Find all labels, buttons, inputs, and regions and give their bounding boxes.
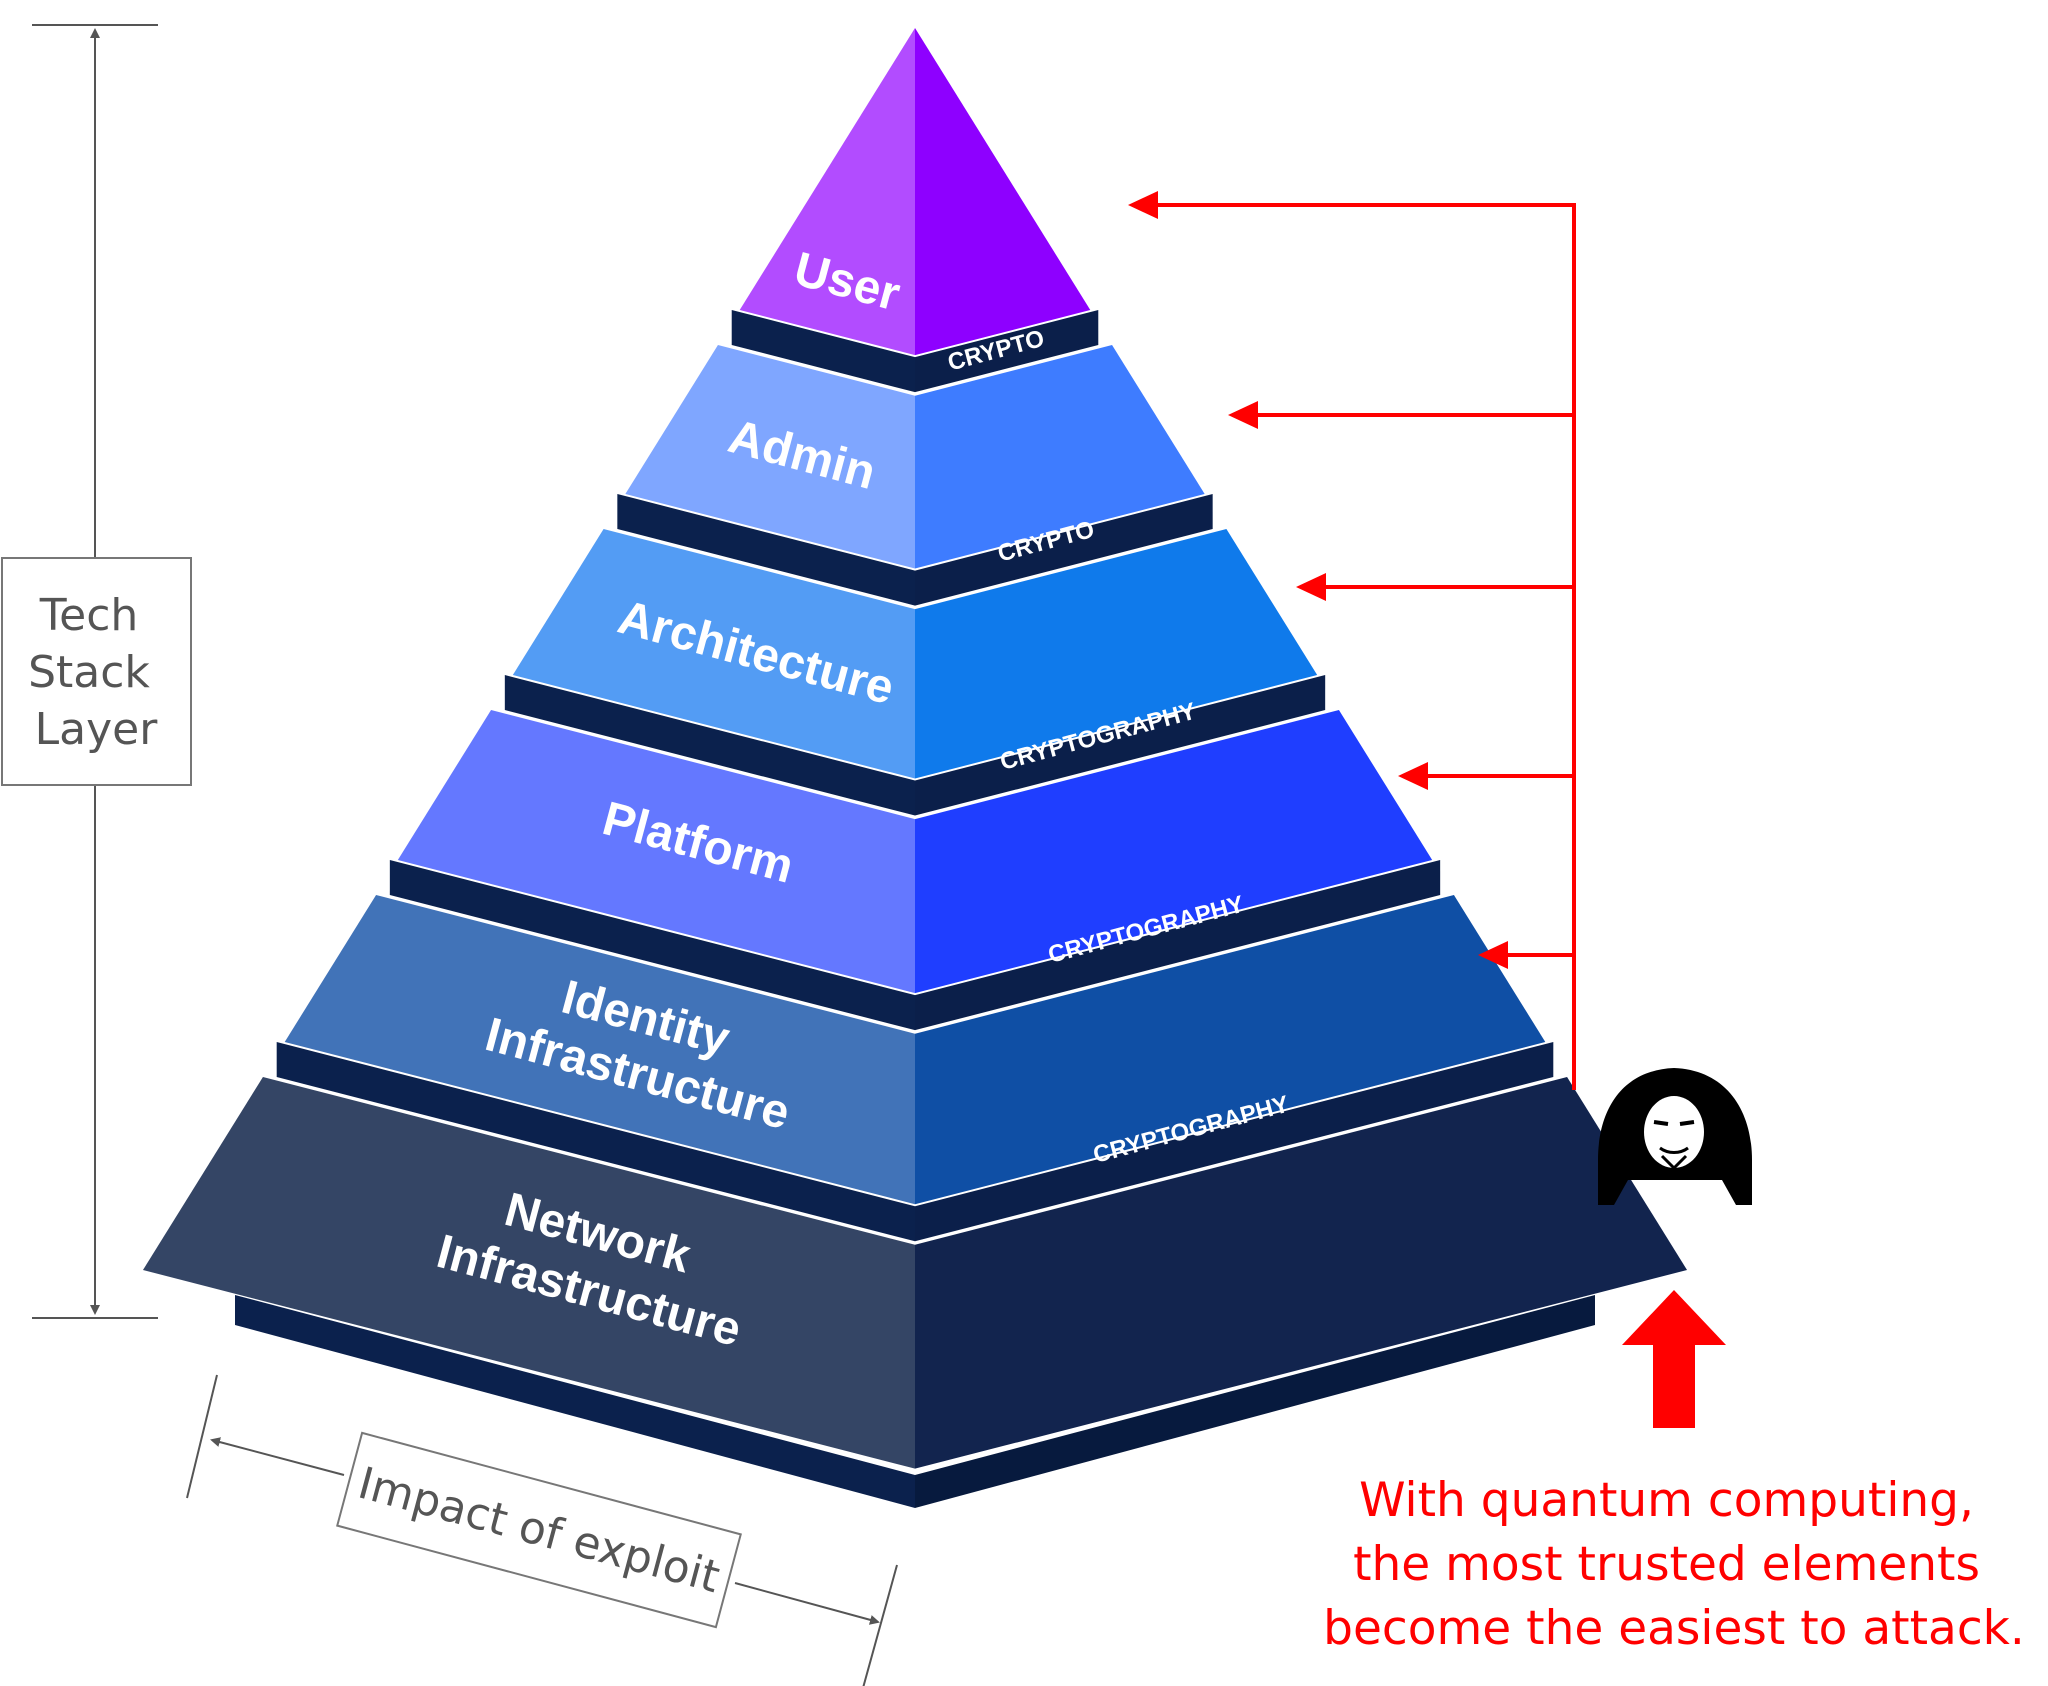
layer-identity-right-face <box>915 895 1546 1205</box>
attack-arrowhead-architecture <box>1296 573 1326 601</box>
crypto-band-3-right <box>915 675 1326 816</box>
layer-user-right-face <box>915 28 1091 356</box>
horizontal-axis-label-box <box>336 1431 742 1629</box>
vertical-axis-label-box <box>1 557 192 786</box>
crypto-band-4-left <box>389 860 915 1031</box>
attack-trunk-line <box>1380 203 1576 1090</box>
layer-admin-right-face <box>915 345 1205 569</box>
attack-arrowhead-user <box>1128 191 1158 219</box>
horizontal-axis-left-tick <box>186 1374 218 1499</box>
base-slab-left <box>235 1295 915 1508</box>
layer-identity-left-face <box>284 895 915 1205</box>
vertical-axis-label: Tech Stack Layer <box>28 590 164 755</box>
caption: With quantum computing, the most trusted… <box>1323 1473 2025 1656</box>
layer-user-left-face <box>739 28 915 356</box>
horizontal-axis-right-line <box>734 1582 880 1625</box>
crypto-band-5-right <box>915 1042 1554 1242</box>
layer-network-right-face <box>915 1077 1688 1469</box>
crypto-band-5-left <box>276 1042 915 1242</box>
horizontal-axis-left-line <box>210 1437 345 1476</box>
attack-arrows <box>1150 203 1576 1090</box>
big-up-arrow <box>1622 1290 1726 1428</box>
horizontal-axis-right-tick <box>862 1564 898 1686</box>
attack-arrowhead-identity <box>1478 941 1508 969</box>
crypto-band-2-right <box>915 494 1213 606</box>
crypto-band-2-left <box>617 494 915 606</box>
layer-admin-left-face <box>625 345 915 569</box>
layer-network-left-face <box>142 1077 916 1469</box>
hooded-hacker-icon <box>1598 1068 1752 1205</box>
vertical-axis: Tech Stack Layer <box>1 24 192 1319</box>
crypto-band-1-left <box>731 310 915 393</box>
layer-platform-right-face <box>915 710 1433 994</box>
layer-platform-left-face <box>397 710 915 994</box>
layer-architecture-left-face <box>512 529 915 779</box>
attack-arrowhead-admin <box>1228 401 1258 429</box>
base-slab-right <box>915 1295 1595 1508</box>
attack-arrowhead-platform <box>1398 762 1428 790</box>
layer-architecture-right-face <box>915 529 1318 779</box>
attack-arrowheads <box>1128 191 1508 969</box>
crypto-band-1-right <box>915 310 1099 393</box>
crypto-band-4-right <box>915 860 1441 1031</box>
crypto-band-3-left <box>504 675 915 816</box>
pyramid <box>142 28 1688 1508</box>
